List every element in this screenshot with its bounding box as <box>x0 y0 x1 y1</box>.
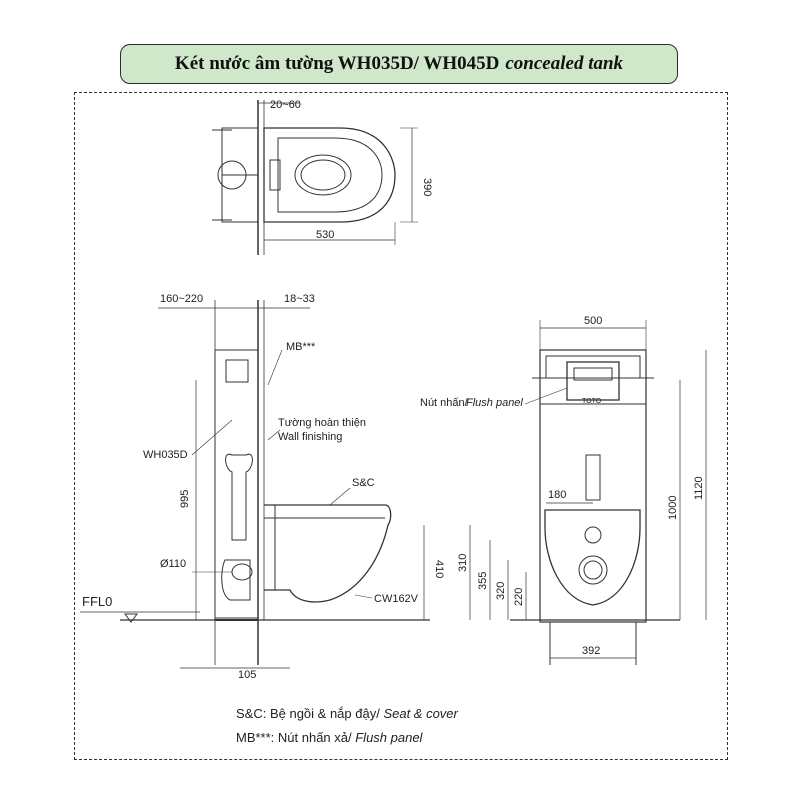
title-italic: concealed tank <box>505 53 624 74</box>
drawing-frame <box>74 92 728 760</box>
title-banner: Két nước âm tường WH035D/ WH045D conceal… <box>120 44 678 84</box>
label-mb: MB*** <box>286 341 316 353</box>
dim-top-width: 530 <box>316 229 334 241</box>
top-view <box>212 100 418 255</box>
label-flush-en: Flush panel <box>466 397 523 409</box>
label-wall-en: Wall finishing <box>278 431 342 443</box>
dim-side-410: 410 <box>433 560 445 578</box>
legend-sc-prefix: S&C: Bệ ngồi & nắp đậy/ <box>236 706 384 721</box>
dim-side-105: 105 <box>238 669 256 681</box>
label-ffl: FFL0 <box>82 594 112 609</box>
dim-front-355: 355 <box>477 572 489 590</box>
title-main: Két nước âm tường WH035D/ WH045D <box>174 53 500 74</box>
front-view <box>469 320 707 665</box>
dim-front-500: 500 <box>584 315 602 327</box>
dim-front-310: 310 <box>457 554 469 572</box>
dim-side-right: 18~33 <box>284 293 315 305</box>
side-view <box>80 300 430 669</box>
legend-mb: MB***: Nút nhấn xả/ Flush panel <box>236 730 422 745</box>
dim-side-left: 160~220 <box>160 293 203 305</box>
label-tank-model: WH035D <box>143 449 188 461</box>
dim-side-dia: Ø110 <box>160 558 186 570</box>
dim-top-depth: 390 <box>421 178 433 196</box>
legend-sc: S&C: Bệ ngồi & nắp đậy/ Seat & cover <box>236 706 458 721</box>
label-wall-vi: Tường hoàn thiện <box>278 417 366 429</box>
dim-side-995: 995 <box>179 490 191 508</box>
legend-mb-italic: Flush panel <box>355 730 423 745</box>
dim-front-1120: 1120 <box>693 476 705 500</box>
dim-front-1000: 1000 <box>667 496 679 520</box>
label-flush-vi: Nút nhấn/ <box>420 397 469 409</box>
legend-sc-italic: Seat & cover <box>383 706 458 721</box>
label-sc: S&C <box>352 477 375 489</box>
dim-front-180: 180 <box>548 489 566 501</box>
dim-front-320: 320 <box>495 582 507 600</box>
label-bowl-model: CW162V <box>374 593 419 605</box>
legend-mb-prefix: MB***: Nút nhấn xả/ <box>236 730 356 745</box>
label-brand: TOTO <box>582 398 602 405</box>
dim-top-wall-gap: 20~60 <box>270 99 301 111</box>
dim-front-392: 392 <box>582 645 600 657</box>
dim-front-220: 220 <box>513 588 525 606</box>
